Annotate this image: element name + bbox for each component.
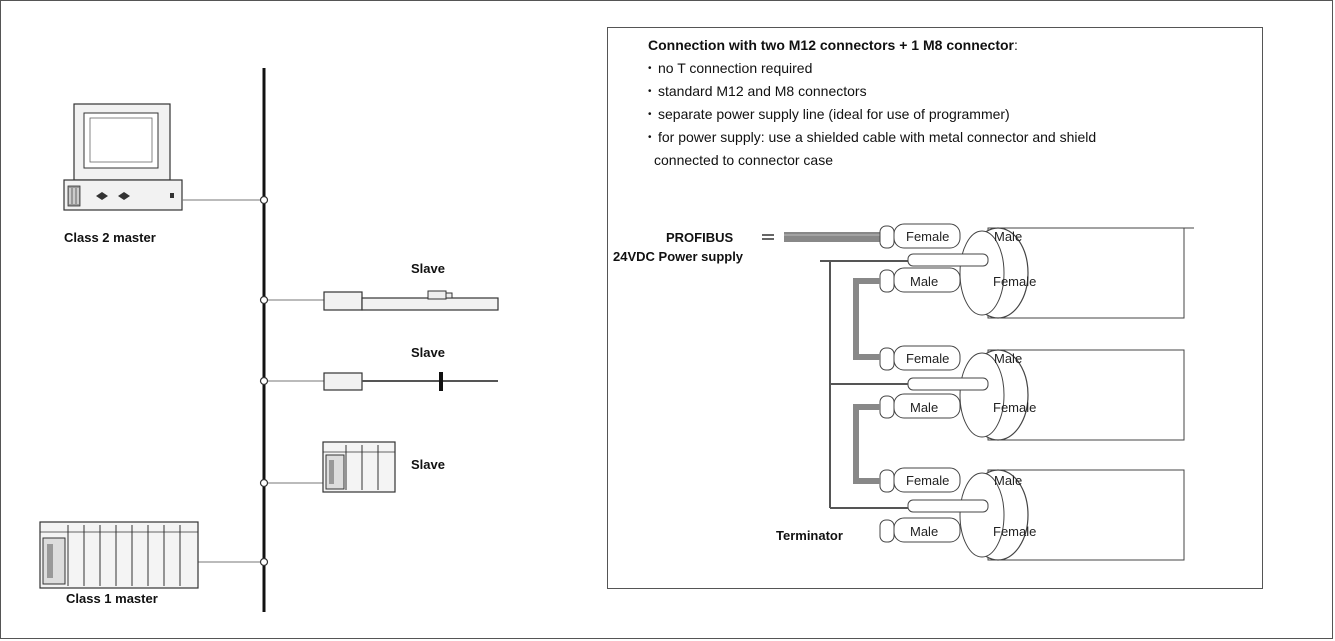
profibus-cable [762,232,880,242]
male-label: Male [910,274,938,289]
connection-heading: Connection with two M12 connectors + 1 M… [648,37,1018,53]
connection-panel: Connection with two M12 connectors + 1 M… [607,27,1263,589]
terminator-label: Terminator [776,528,843,543]
male-label: Male [994,351,1022,366]
slave3-label: Slave [411,457,445,472]
bus-loop-cable-2 [853,404,880,484]
slave1-label: Slave [411,261,445,276]
class1-master-label: Class 1 master [66,591,158,606]
slave2-label: Slave [411,345,445,360]
male-label: Male [910,400,938,415]
power-supply-label: 24VDC Power supply [613,249,744,264]
class2-master-label: Class 2 master [64,230,156,245]
female-label: Female [993,524,1036,539]
connector-group-1 [879,223,1194,319]
female-label: Female [993,274,1036,289]
profibus-network-diagram: Class 2 master Slave Slave Slave [39,68,499,612]
bullet-item: no T connection required [648,57,1096,80]
bullet-continuation: connected to connector case [654,152,834,168]
male-label: Male [910,524,938,539]
female-label: Female [906,351,949,366]
connector-wiring-diagram: PROFIBUS 24VDC Power supply Terminator [613,223,1194,561]
bullet-item: standard M12 and M8 connectors [648,80,1096,103]
slave3-plc-icon [259,441,396,493]
class1-master-plc-rack-icon [39,521,269,589]
female-label: Female [906,229,949,244]
connection-text: Connection with two M12 connectors + 1 M… [648,34,1096,172]
connector-group-3 [830,467,1185,561]
bullet-item: separate power supply line (ideal for us… [648,103,1096,126]
class2-master-pc-icon [63,103,269,211]
connector-group-2 [830,345,1185,441]
slave1-device-icon [259,290,499,311]
bus-loop-cable-1 [853,278,880,360]
male-label: Male [994,229,1022,244]
female-label: Female [993,400,1036,415]
male-label: Male [994,473,1022,488]
bullet-item: for power supply: use a shielded cable w… [648,126,1096,149]
connection-bullet-list: no T connection required standard M12 an… [648,57,1096,149]
profibus-label: PROFIBUS [666,230,734,245]
slave2-device-icon [259,372,498,391]
female-label: Female [906,473,949,488]
